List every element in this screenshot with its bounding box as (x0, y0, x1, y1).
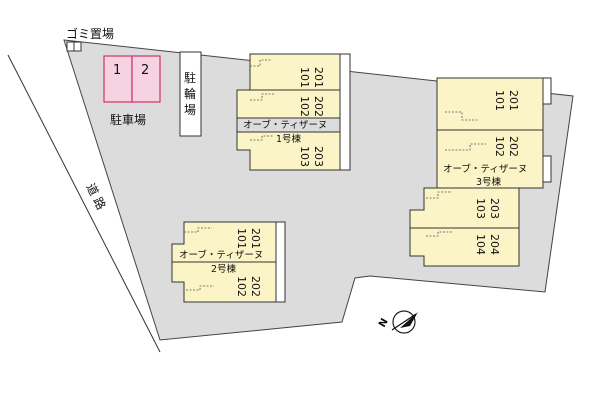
building-3-unit-203: 203 (488, 198, 501, 219)
building-1-stair-2 (250, 93, 274, 101)
building-3: 201 101 202 102 オーブ・ティザーヌ 3号棟 203 103 20… (409, 77, 552, 267)
building-1-stair-1 (250, 59, 272, 67)
parking-space-2 (131, 55, 161, 103)
building-1-stair-3 (250, 135, 274, 141)
building-2-unit-101: 101 (235, 228, 248, 249)
parking-space-2-label: 2 (141, 63, 149, 78)
building-3-balcony-mid (542, 155, 552, 183)
building-3-stair-2 (445, 143, 486, 151)
building-3-unit-201: 201 (507, 90, 520, 111)
building-3-number: 3号棟 (476, 176, 502, 188)
building-3-upper-block (436, 77, 544, 189)
building-2-stair-1 (184, 227, 212, 233)
building-2: 201 101 オーブ・ティザーヌ 2号棟 202 102 (171, 221, 286, 303)
bicycle-parking-label-1: 駐 (184, 70, 196, 85)
building-1-unit-202: 202 (312, 96, 325, 117)
building-3-unit-103: 103 (474, 198, 487, 219)
parking-label: 駐車場 (110, 112, 146, 127)
building-2-number: 2号棟 (211, 263, 237, 275)
building-3-unit-204: 204 (488, 234, 501, 255)
building-2-unit-202: 202 (249, 276, 262, 297)
compass-icon: N (377, 310, 418, 334)
bicycle-parking (179, 51, 202, 137)
parking-space-1-label: 1 (113, 63, 121, 78)
building-1-unit-102: 102 (298, 96, 311, 117)
building-1-unit-201: 201 (312, 67, 325, 88)
building-3-stair-4 (426, 231, 452, 237)
compass-north-label: N (377, 317, 391, 330)
building-3-stair-1 (445, 111, 478, 121)
building-1-unit-203: 203 (312, 146, 325, 167)
building-3-unit-202: 202 (507, 136, 520, 157)
road-label-2: 路 (90, 195, 109, 213)
bicycle-parking-label-2: 輪 (184, 86, 196, 101)
building-3-unit-104: 104 (474, 234, 487, 255)
building-1-unit-103: 103 (298, 146, 311, 167)
building-1-unit-101: 101 (298, 67, 311, 88)
building-3-lower-block (409, 187, 520, 267)
building-1-balcony (339, 53, 351, 171)
building-2-balcony (275, 221, 286, 303)
building-3-name: オーブ・ティザーヌ (443, 163, 527, 175)
building-3-unit-101: 101 (493, 90, 506, 111)
garbage-station-label: ゴミ置場 (66, 26, 114, 41)
road-label-1: 道 (83, 181, 101, 198)
building-1-number: 1号棟 (276, 133, 302, 145)
building-1-name: オーブ・ティザーヌ (243, 119, 327, 131)
bicycle-parking-label-3: 場 (184, 103, 196, 117)
building-2-unit-102: 102 (235, 276, 248, 297)
road-edge (7, 54, 161, 353)
building-3-unit-102: 102 (493, 136, 506, 157)
building-3-stair-3 (426, 191, 452, 199)
building-3-balcony-top (542, 77, 552, 105)
parking-area: 1 2 (103, 55, 161, 103)
building-2-stair-2 (186, 285, 214, 291)
building-2-unit-201: 201 (249, 228, 262, 249)
building-2-name: オーブ・ティザーヌ (179, 249, 263, 261)
building-1: 201 101 202 102 オーブ・ティザーヌ 1号棟 203 103 (236, 53, 351, 171)
